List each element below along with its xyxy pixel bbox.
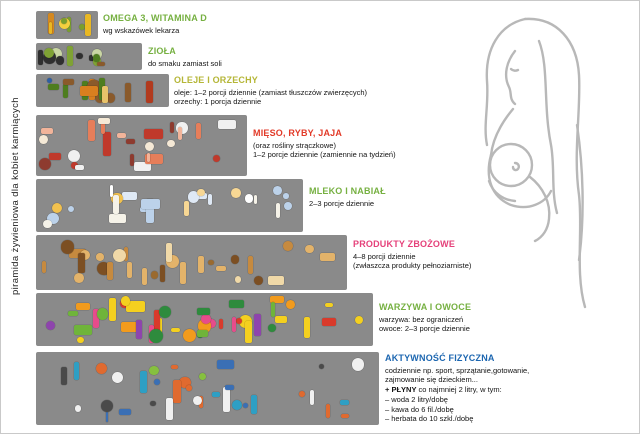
food-collage-meat-fish-eggs [36,115,247,176]
fluids-rest: co najmniej 2 litry, w tym: [416,385,502,395]
row-title-dairy: MLEKO I NABIAŁ [309,186,386,196]
row-line: 2–3 porcje dziennie [309,198,375,208]
food-collage-grains [36,235,347,290]
row-line: owoce: 2–3 porcje dziennie [379,324,470,334]
food-collage-oils-nuts [36,74,169,107]
mother-breastfeeding-illustration [427,5,633,349]
row-label-herbs: ZIOŁA do smaku zamiast soli [148,46,222,68]
vertical-axis-title: piramida żywieniowa dla kobiet karmiącyc… [10,97,21,296]
food-collage-omega [36,11,98,39]
food-collage-herbs [36,43,142,70]
row-line: (oraz rośliny strączkowe) [253,140,336,150]
row-label-oils-nuts: OLEJE I ORZECHY oleje: 1–2 porcji dzienn… [174,75,367,107]
fluids-line: + PŁYNY co najmniej 2 litry, w tym: [385,385,529,395]
row-title-vegetables-fruit: WARZYWA I OWOCE [379,302,472,312]
row-title-oils-nuts: OLEJE I ORZECHY [174,75,259,85]
row-line: do smaku zamiast soli [148,58,222,68]
row-line: (zwłaszcza produkty pełnoziarniste) [353,261,472,271]
row-label-dairy: MLEKO I NABIAŁ 2–3 porcje dziennie [309,186,386,208]
row-line: wg wskazówek lekarza [103,25,180,35]
row-line: orzechy: 1 porcja dziennie [174,97,262,107]
food-collage-dairy [36,179,303,232]
row-title-meat-fish-eggs: MIĘSO, RYBY, JAJA [253,128,343,138]
fluids-prefix: + PŁYNY [385,385,417,395]
fluids-bullet: – herbata do 10 szkl./dobę [385,414,474,424]
activity-collage [36,352,379,425]
row-label-grains: PRODUKTY ZBOŻOWE 4–8 porcji dziennie (zw… [353,239,471,271]
row-line: 1–2 porcje dziennie (zamiennie na tydzie… [253,150,396,160]
row-line: zajmowanie się dzieckiem... [385,375,478,385]
row-label-omega: OMEGA 3, WITAMINA D wg wskazówek lekarza [103,13,207,35]
mother-breastfeeding-drawing [484,17,587,309]
row-title-activity: AKTYWNOŚĆ FIZYCZNA [385,353,495,363]
row-title-grains: PRODUKTY ZBOŻOWE [353,239,456,249]
row-title-omega: OMEGA 3, WITAMINA D [103,13,207,23]
fluids-bullet: – kawa do 6 fil./dobę [385,404,454,414]
fluids-bullet: – woda 2 litry/dobę [385,394,448,404]
row-line: 4–8 porcji dziennie [353,251,416,261]
row-label-vegetables-fruit: WARZYWA I OWOCE warzywa: bez ograniczeń … [379,302,471,334]
row-label-meat-fish-eggs: MIĘSO, RYBY, JAJA (oraz rośliny strączko… [253,128,396,160]
row-label-activity: AKTYWNOŚĆ FIZYCZNA codziennie np. sport,… [385,353,529,424]
row-line: warzywa: bez ograniczeń [379,314,464,324]
row-title-herbs: ZIOŁA [148,46,176,56]
row-line: codziennie np. sport, sprzątanie,gotowan… [385,365,530,375]
row-line: oleje: 1–2 porcji dziennie (zamiast tłus… [174,87,367,97]
food-collage-vegetables-fruit [36,293,373,346]
